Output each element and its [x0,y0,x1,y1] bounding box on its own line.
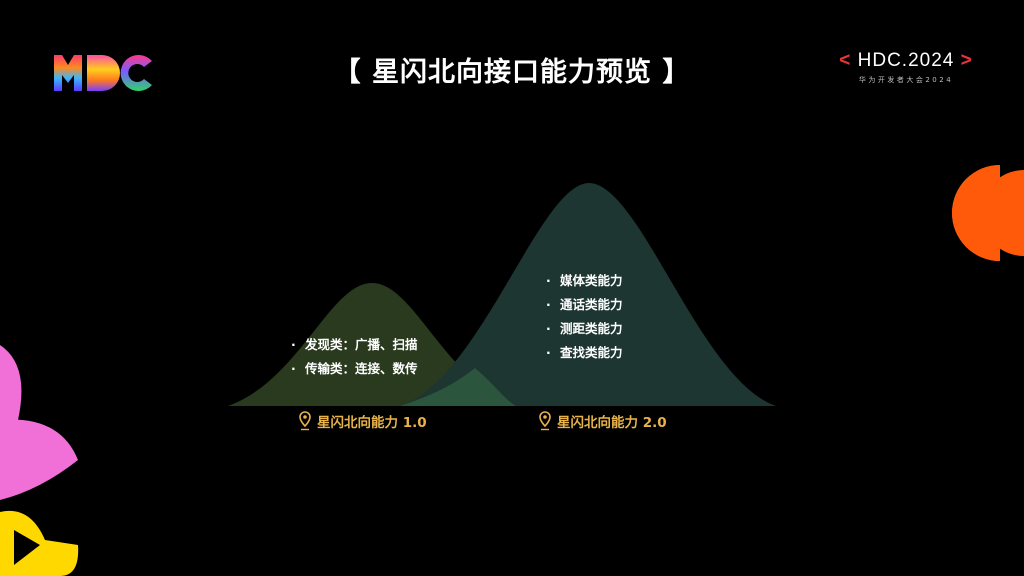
mountain-v2 [400,183,776,406]
brand-bracket-left: < [839,50,852,71]
v1-version-label: 星闪北向能力 1.0 [299,411,427,431]
list-item: ·传输类：连接、数传 [291,361,418,376]
v1-capability-list: ·发现类：广播、扫描 ·传输类：连接、数传 [291,333,418,381]
location-pin-icon [299,411,311,431]
list-item: ·测距类能力 [546,321,623,336]
list-item: ·查找类能力 [546,345,623,360]
brand-main: < HDC.2024 > [836,50,976,72]
v1-label-text: 星闪北向能力 1.0 [317,415,427,431]
v2-version-label: 星闪北向能力 2.0 [539,411,667,431]
list-item: ·通话类能力 [546,297,623,312]
mountain-overlap [400,368,516,406]
location-pin-icon [539,411,551,431]
list-item: ·发现类：广播、扫描 [291,337,418,352]
list-item: ·媒体类能力 [546,273,623,288]
v2-label-text: 星闪北向能力 2.0 [557,415,667,431]
v2-capability-list: ·媒体类能力 ·通话类能力 ·测距类能力 ·查找类能力 [546,269,623,365]
hdc-logo [54,55,152,91]
page-title: 【 星闪北向接口能力预览 】 [333,57,691,88]
brand-bracket-right: > [960,50,973,71]
brand-subtitle: 华为开发者大会2024 [858,76,954,84]
brand-name: HDC.2024 [857,50,955,71]
hdc-2024-brand: < HDC.2024 > 华为开发者大会2024 [836,50,976,85]
